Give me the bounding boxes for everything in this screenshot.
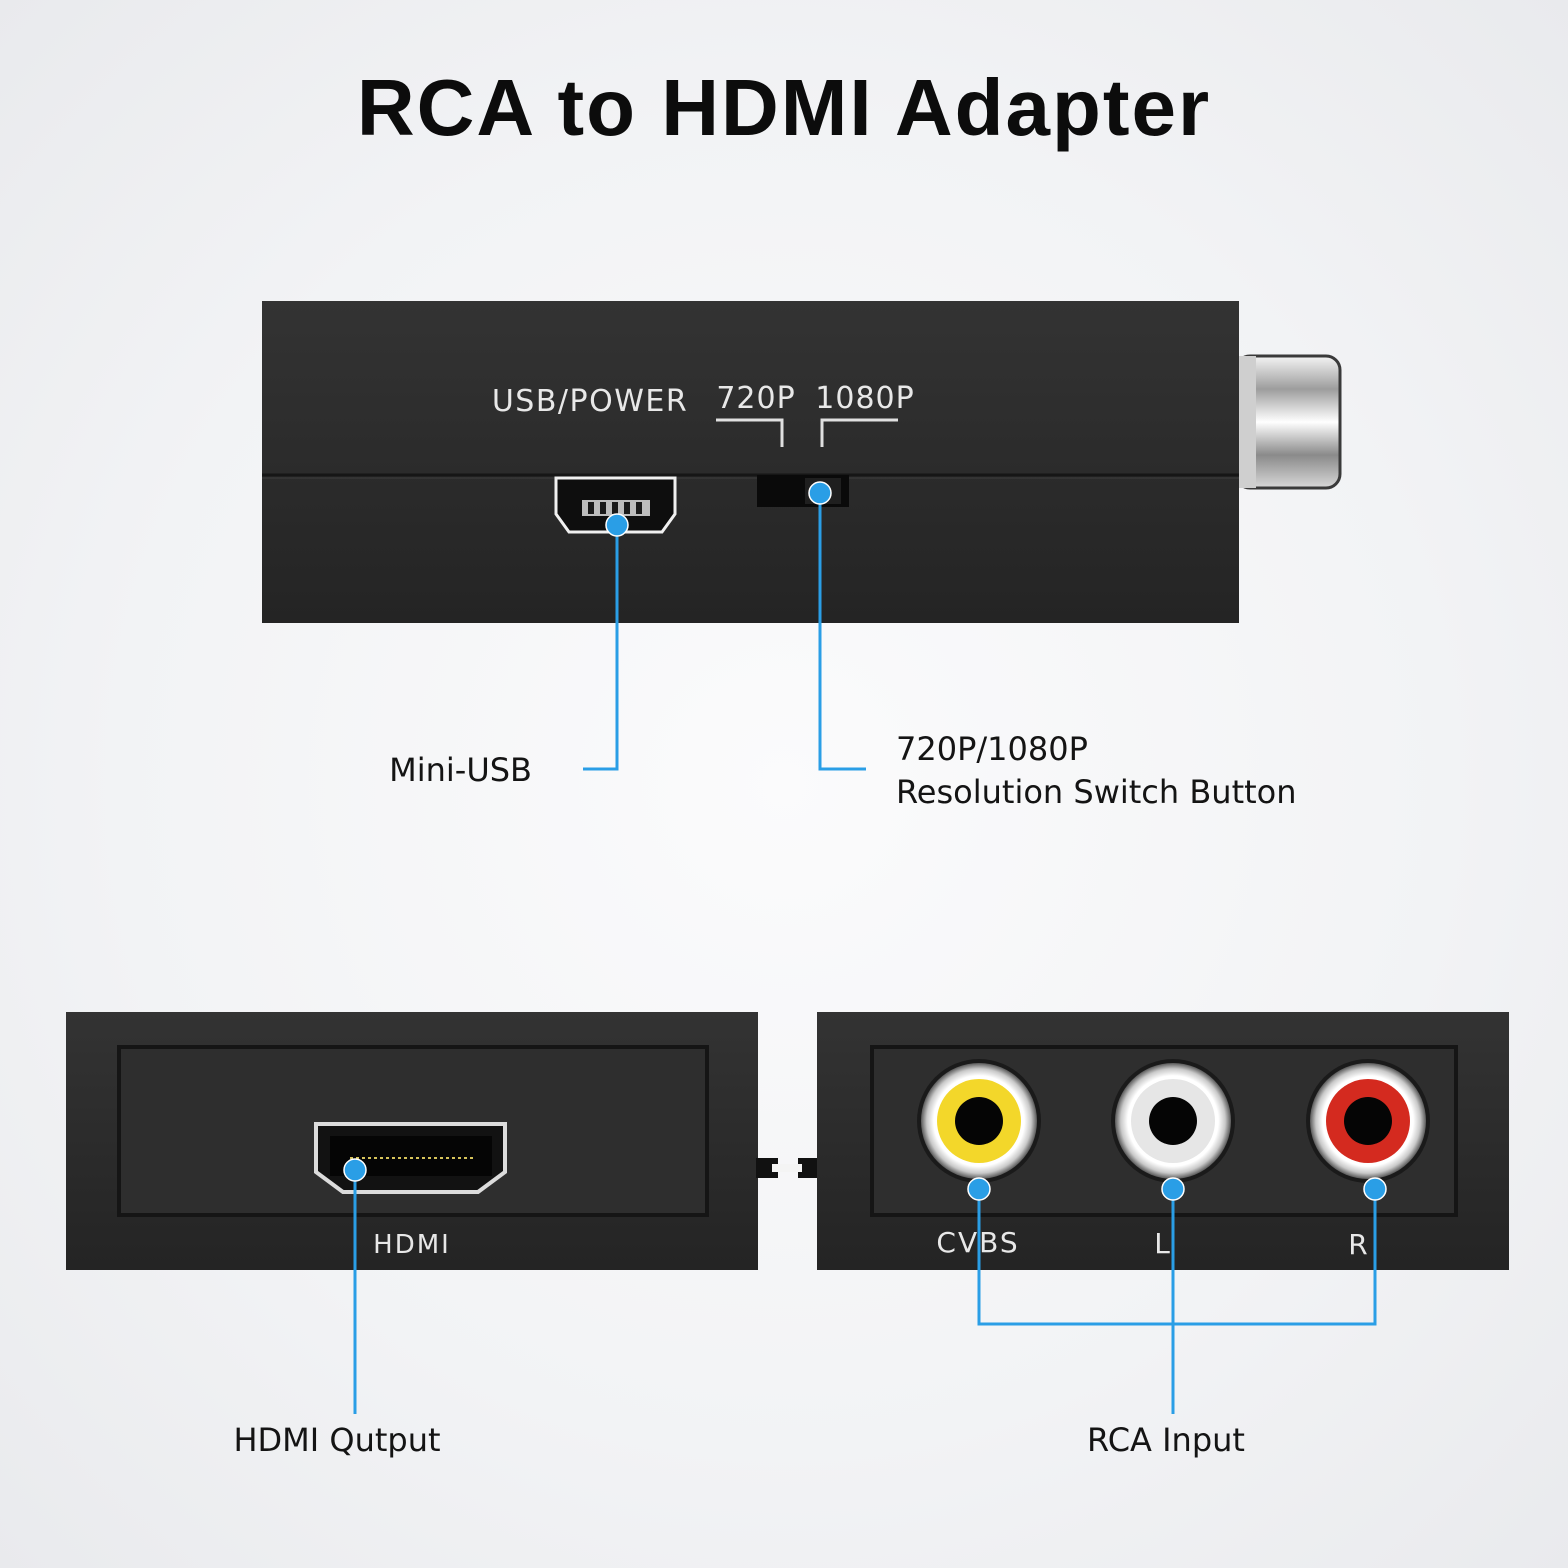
rca-label-l: L <box>1154 1227 1170 1260</box>
rca-label-r: R <box>1348 1228 1367 1261</box>
hdmi-port <box>314 1122 507 1194</box>
callout-resolution-line-1: 720P/1080P <box>896 730 1088 768</box>
rca-label-cvbs: CVBS <box>936 1226 1019 1259</box>
switch-label-1080p: 1080P <box>815 381 914 416</box>
callout-dot-cvbs <box>967 1177 991 1201</box>
switch-label-720p: 720P <box>716 381 795 416</box>
top-unit-body <box>262 301 1239 623</box>
mini-usb-port <box>554 476 677 534</box>
callout-hdmi-output: HDMI Qutput <box>233 1421 440 1459</box>
callout-dot-switch <box>808 481 832 505</box>
switch-bracket-right <box>820 418 898 447</box>
hdmi-port-label: HDMI <box>373 1230 451 1260</box>
callout-dot-r <box>1363 1177 1387 1201</box>
page-title: RCA to HDMI Adapter <box>356 63 1212 152</box>
rca-jack-right <box>1306 1059 1430 1183</box>
switch-bracket-left <box>716 418 784 447</box>
callout-dot-l <box>1161 1177 1185 1201</box>
top-adapter-unit: USB/POWER 720P 1080P <box>262 301 1342 623</box>
callout-line-rca-bracket <box>977 1189 1377 1326</box>
callout-dots <box>343 481 1387 1201</box>
resolution-switch <box>757 475 849 507</box>
usb-power-label: USB/POWER <box>492 384 688 419</box>
callout-line-mini-usb <box>583 525 619 771</box>
callout-line-resolution <box>818 493 866 771</box>
callout-dot-mini-usb <box>605 513 629 537</box>
unit-connector <box>756 1158 820 1178</box>
callout-dot-hdmi <box>343 1158 367 1182</box>
hdmi-unit: HDMI <box>66 1012 758 1270</box>
callout-lines <box>353 493 1377 1414</box>
callout-rca-input: RCA Input <box>1087 1421 1245 1459</box>
rca-unit: CVBS L R <box>817 1012 1509 1270</box>
callout-resolution-line-2: Resolution Switch Button <box>896 773 1297 811</box>
callout-mini-usb: Mini-USB <box>389 751 532 789</box>
rca-barrel <box>1234 354 1342 490</box>
rca-jack-cvbs <box>917 1059 1041 1183</box>
rca-jack-left <box>1111 1059 1235 1183</box>
